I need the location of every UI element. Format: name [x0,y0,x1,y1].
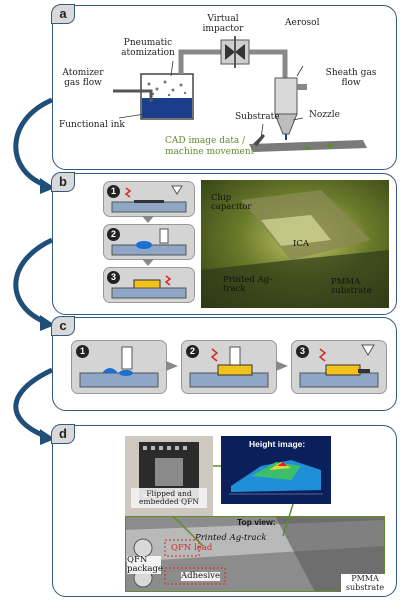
step-flow-arrows [142,216,154,266]
aerosol-jet-schematic [113,36,367,152]
print-head-body [274,77,298,115]
aerosol-droplets [147,80,187,97]
step-number: 1 [76,345,89,358]
label-chip-capacitor: Chip capacitor [211,193,252,212]
step-card-c1: 1 [71,340,167,394]
arrow-c-to-d-head [40,429,55,445]
step-b2-illustration [111,228,187,256]
step-number: 3 [107,271,120,284]
label-top-view: Top view: [237,517,276,527]
step-card-c2: 2 [181,340,277,394]
step-c2-illustration [189,346,269,388]
label-pneumatic-atomization: Pneumatic atomization [121,38,175,58]
panel-c-letter: c [51,316,75,336]
label-virtual-impactor: Virtual impactor [202,14,244,34]
panel-d: d Flipped and embedded QFN Height image: [51,424,397,597]
photo-top-view: Top view: Printed Ag-track QFN package Q… [125,516,385,592]
photo-connectors [172,465,294,547]
step-number: 2 [186,345,199,358]
label-sheath-gas-flow: Sheath gas flow [325,68,377,88]
panel-b: b 1 2 3 [51,172,397,315]
label-pmma-substrate-d: PMMA substrate [341,574,389,592]
label-printed-ag-track: Printed Ag-track [223,275,273,294]
step-c1-illustration [79,346,159,388]
label-qfn-package: QFN package [127,555,163,574]
panel-b-letter: b [51,172,75,192]
label-cad-line1: CAD image data / [165,136,246,146]
label-height-image: Height image: [249,439,306,449]
step-b1-illustration [111,185,187,213]
step-number: 3 [296,345,309,358]
step-c-flow-arrows [166,361,288,371]
step-number: 1 [107,185,120,198]
label-functional-ink: Functional ink [59,120,125,130]
label-printed-ag-track: Printed Ag-track [195,533,267,543]
arrow-a-to-b-head [40,178,55,194]
functional-ink-fill [142,98,192,118]
panel-a-letter: a [51,4,75,24]
label-aerosol: Aerosol [285,18,320,28]
arrow-a-to-b [13,97,54,188]
label-ica: ICA [293,239,309,249]
nozzle-shape [274,113,298,135]
label-cad-line2: machine movement [165,147,255,157]
atomizer-inlet-pipe [113,89,153,102]
step-card-b2: 2 [103,224,195,260]
label-qfn-lead: QFN lead [171,543,213,553]
label-adhesive: Adhesive [181,571,220,581]
label-substrate: Substrate [235,112,280,122]
step-c3-illustration [299,344,379,388]
arrow-b-to-c [13,237,54,325]
panel-a: a [51,4,397,170]
label-nozzle: Nozzle [309,110,340,120]
photo-flipped-qfn: Flipped and embedded QFN [125,436,213,516]
step-card-c3: 3 [291,340,387,394]
step-card-b1: 1 [103,181,195,217]
label-pmma-substrate: PMMA substrate [331,277,372,296]
step-number: 2 [107,228,120,241]
step-b3-illustration [111,275,187,299]
label-atomizer-gas-flow: Atomizer gas flow [62,68,104,88]
micrograph-chip-capacitor: Chip capacitor ICA Printed Ag-track PMMA… [201,180,389,308]
reservoir-to-impactor-pipe [178,49,221,74]
impactor-to-head-pipe [249,49,288,78]
height-image: Height image: [221,436,331,504]
substrate-plate [249,140,367,152]
step-card-b3: 3 [103,267,195,303]
panel-d-letter: d [51,424,75,444]
arrow-c-to-d [13,367,54,439]
label-flipped-qfn: Flipped and embedded QFN [139,489,199,506]
panel-c: c 1 2 3 [51,316,397,411]
arrow-b-to-c-head [40,315,55,331]
